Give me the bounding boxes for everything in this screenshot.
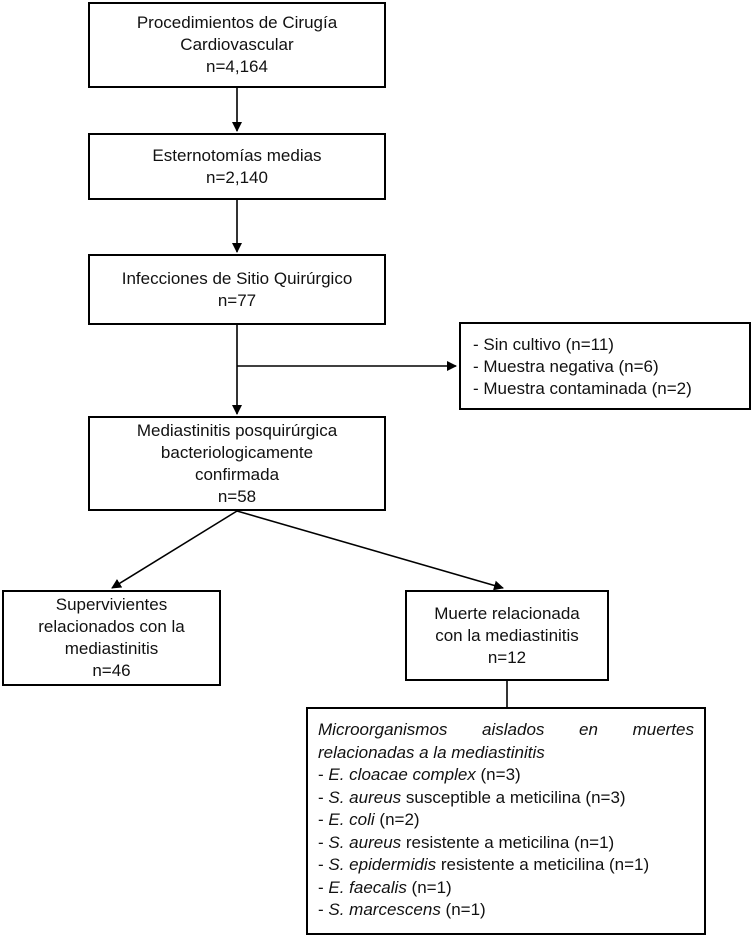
survivors-count: n=46	[92, 661, 131, 680]
mediastinitis-count: n=58	[217, 486, 257, 506]
microorganism-prefix: -	[318, 787, 329, 807]
excluded-item: - Muestra negativa (n=6)	[473, 357, 659, 376]
deaths-line2: con la mediastinitis	[435, 625, 579, 645]
microorganism-item: - E. cloacae complex (n=3)	[318, 764, 694, 787]
deaths-line1: Muerte relacionada	[434, 603, 580, 623]
microorganism-detail: resistente a meticilina (n=1)	[401, 832, 615, 852]
procedures-line2: Cardiovascular	[180, 35, 294, 54]
microorganism-name: S. marcescens	[328, 900, 441, 919]
microorganism-item: - E. faecalis (n=1)	[318, 877, 694, 900]
node-survivors: Supervivientes relacionados con la media…	[2, 590, 221, 686]
node-deaths: Muerte relacionada con la mediastinitis …	[405, 590, 609, 681]
microorganism-name: S. aureus	[328, 787, 402, 807]
node-excluded: - Sin cultivo (n=11) - Muestra negativa …	[459, 322, 751, 410]
node-mediastinitis: Mediastinitis posquirúrgica bacteriologi…	[88, 416, 386, 511]
excluded-item: - Muestra contaminada (n=2)	[473, 379, 692, 398]
node-sternotomies: Esternotomías medias n=2,140	[88, 133, 386, 200]
arrow-to-deaths	[236, 510, 504, 591]
survivors-line3: mediastinitis	[64, 639, 159, 658]
microorganism-detail: (n=2)	[374, 810, 420, 829]
microorganisms-title-line2: relacionadas a la mediastinitis	[318, 742, 545, 762]
microorganisms-title-line1: Microorganismos aislados en muertes	[318, 720, 694, 739]
microorganism-detail: (n=3)	[475, 765, 521, 784]
microorganism-prefix: -	[318, 877, 329, 897]
mediastinitis-line3: confirmada	[194, 464, 280, 484]
microorganism-name: E. coli	[328, 810, 375, 829]
ssi-count: n=77	[217, 290, 257, 310]
microorganism-prefix: -	[318, 765, 329, 784]
mediastinitis-line2: bacteriologicamente	[160, 442, 314, 462]
deaths-count: n=12	[487, 647, 527, 667]
microorganism-item: - S. aureus resistente a meticilina (n=1…	[318, 832, 694, 855]
node-procedures: Procedimientos de Cirugía Cardiovascular…	[88, 2, 386, 88]
microorganism-prefix: -	[318, 900, 329, 919]
excluded-item: - Sin cultivo (n=11)	[473, 335, 614, 354]
survivors-line2: relacionados con la	[38, 617, 185, 636]
node-microorganisms: Microorganismos aislados en muertes rela…	[306, 707, 706, 935]
microorganism-item: - E. coli (n=2)	[318, 809, 694, 832]
microorganism-name: E. cloacae complex	[328, 765, 476, 784]
microorganism-name: E. faecalis	[328, 877, 407, 897]
ssi-line1: Infecciones de Sitio Quirúrgico	[121, 268, 353, 288]
microorganism-prefix: -	[318, 810, 329, 829]
microorganism-name: S. aureus	[328, 832, 402, 852]
microorganism-name: S. epidermidis	[328, 855, 437, 874]
sternotomies-count: n=2,140	[206, 167, 268, 187]
microorganism-item: - S. epidermidis resistente a meticilina…	[318, 854, 694, 877]
sternotomies-line1: Esternotomías medias	[152, 145, 322, 165]
microorganism-detail: (n=1)	[406, 877, 452, 897]
microorganism-prefix: -	[318, 832, 329, 852]
microorganism-item: - S. aureus susceptible a meticilina (n=…	[318, 787, 694, 810]
microorganism-detail: resistente a meticilina (n=1)	[436, 855, 650, 874]
microorganism-detail: (n=1)	[440, 900, 486, 919]
procedures-line1: Procedimientos de Cirugía	[136, 13, 338, 32]
mediastinitis-line1: Mediastinitis posquirúrgica	[136, 420, 338, 440]
node-ssi: Infecciones de Sitio Quirúrgico n=77	[88, 254, 386, 325]
arrow-to-survivors	[111, 510, 238, 589]
survivors-line1: Supervivientes	[55, 595, 168, 614]
microorganism-prefix: -	[318, 855, 329, 874]
microorganisms-list: - E. cloacae complex (n=3)- S. aureus su…	[318, 764, 694, 922]
microorganism-detail: susceptible a meticilina (n=3)	[401, 787, 626, 807]
microorganism-item: - S. marcescens (n=1)	[318, 899, 694, 922]
procedures-count: n=4,164	[206, 57, 268, 76]
